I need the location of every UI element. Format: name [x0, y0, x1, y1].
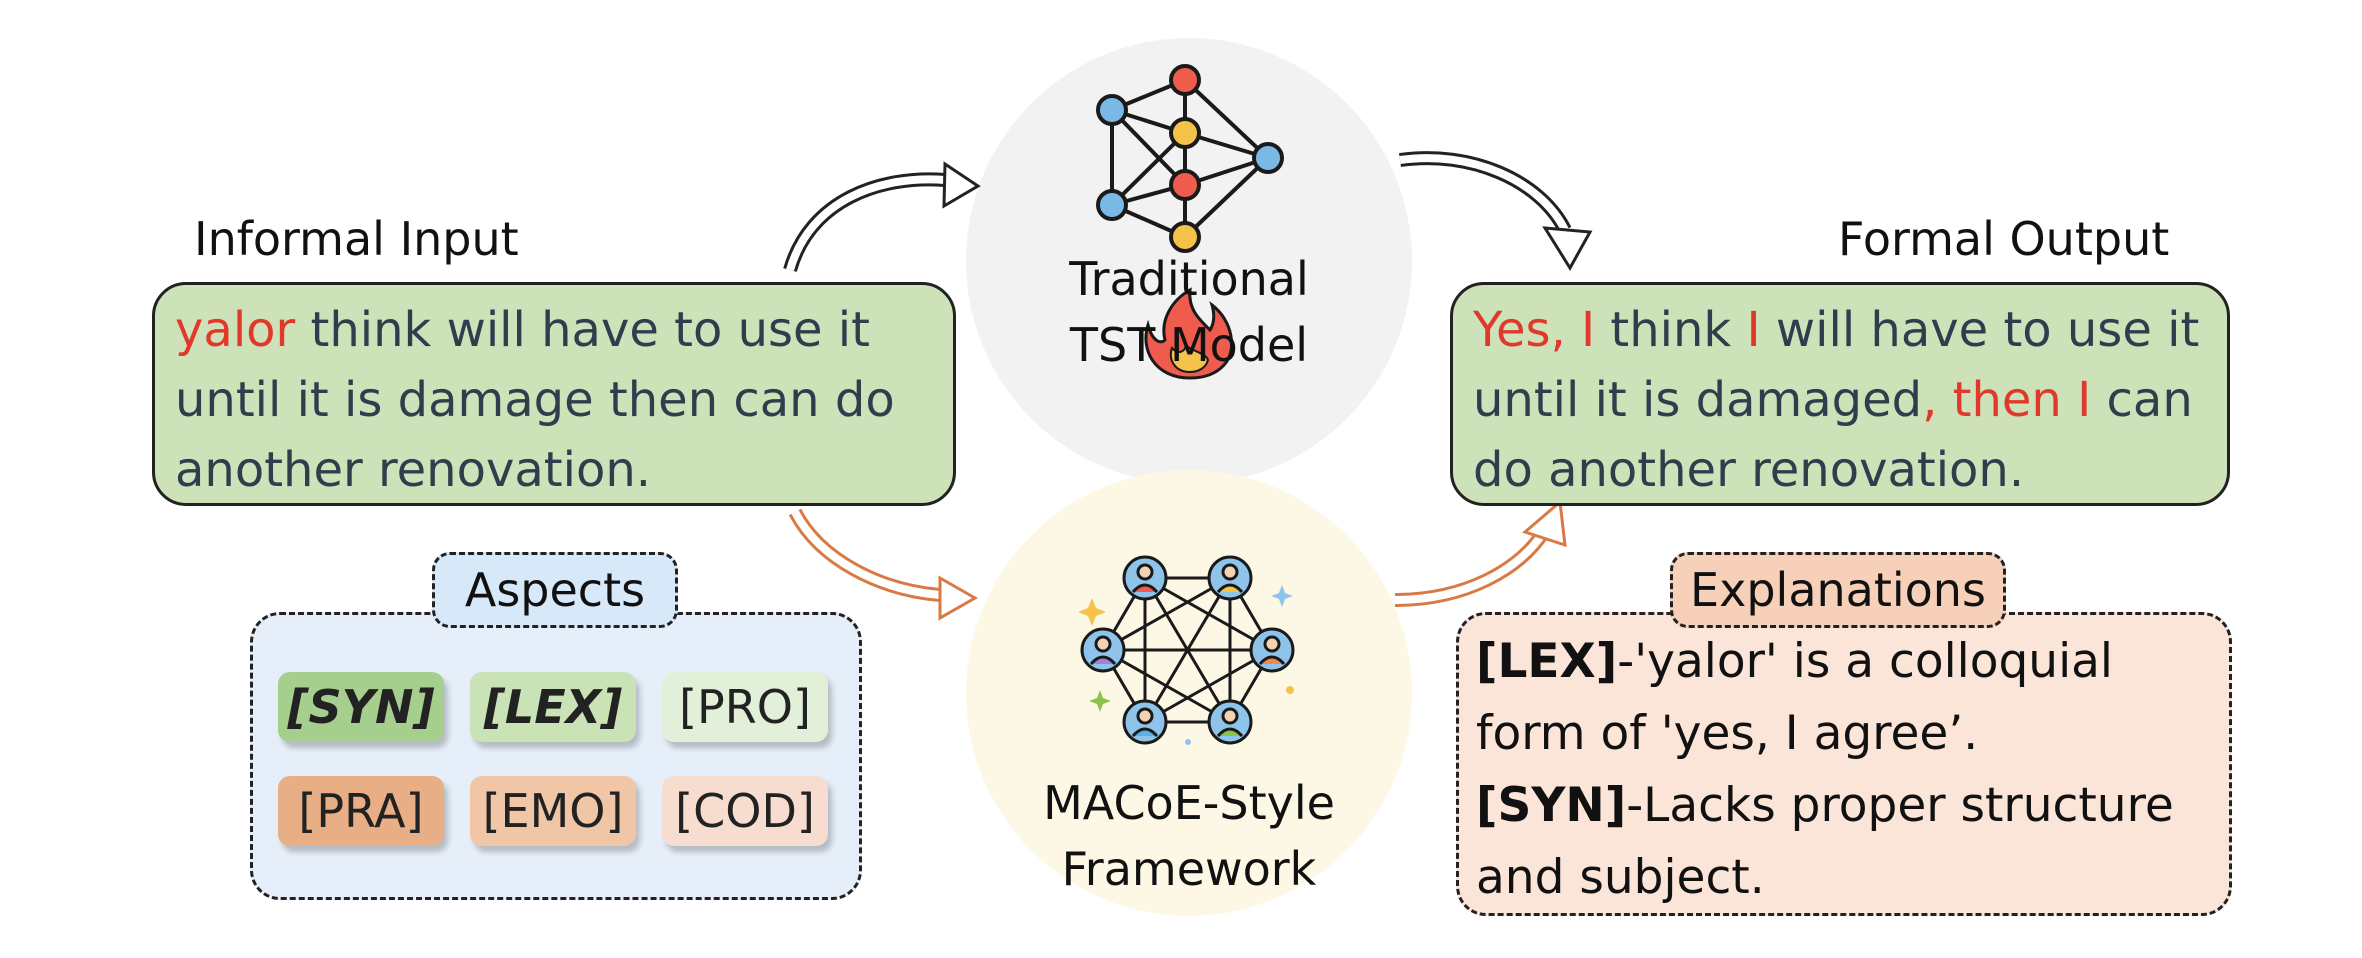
neural-network-icon [1096, 64, 1284, 253]
explanation-2: [SYN]-Lacks proper structure [1476, 770, 2216, 842]
formal-line2-segment: , then I [1922, 372, 2092, 428]
multi-agent-network-icon [1080, 555, 1295, 745]
explanation-2-tag: [SYN] [1476, 778, 1627, 833]
aspects-title: Aspects [432, 552, 678, 628]
explanation-1-tag: [LEX] [1476, 634, 1618, 689]
macoe-line1: MACoE-Style [1043, 776, 1335, 830]
formal-line1-segment: I [1746, 302, 1761, 358]
explanations-panel [1456, 612, 2232, 916]
formal-line2: until it is damaged, then I can [1473, 365, 2207, 435]
aspect-chip-cod: [COD] [662, 776, 828, 846]
informal-highlight: yalor [175, 302, 296, 358]
formal-line1-segment: Yes, I [1473, 302, 1596, 358]
arrow-tst-to-output-icon [1399, 151, 1593, 271]
tst-model-line1: Traditional [1069, 252, 1309, 306]
arrow-input-to-macoe-icon [788, 508, 979, 621]
aspect-chip-emo: [EMO] [470, 776, 636, 846]
tst-model-label: Traditional TST Model [1039, 246, 1339, 378]
informal-input-box: yalor think will have to use it until it… [152, 282, 956, 506]
informal-line3: another renovation. [175, 442, 651, 498]
explanations-text: [LEX]-'yalor' is a colloquial form of 'y… [1476, 626, 2216, 914]
aspect-chip-syn: [SYN] [278, 672, 444, 742]
arrow-input-to-tst-icon [783, 161, 981, 273]
formal-line1-segment: will have to use it [1760, 302, 2200, 358]
informal-line1: yalor think will have to use it [175, 295, 933, 365]
fire-icon [1144, 287, 1234, 380]
macoe-line2: Framework [1061, 842, 1317, 896]
informal-line1-rest: think will have to use it [295, 302, 870, 358]
aspect-chip-pra: [PRA] [278, 776, 444, 846]
arrow-macoe-to-output-icon [1394, 499, 1567, 607]
explanations-title: Explanations [1670, 552, 2006, 628]
formal-output-box: Yes, I think I will have to use it until… [1450, 282, 2230, 506]
formal-line2-segment: until it is damaged [1473, 372, 1923, 428]
formal-line2-segment: can [2091, 372, 2193, 428]
tst-model-line2: TST Model [1069, 318, 1309, 372]
macoe-label: MACoE-Style Framework [1004, 770, 1374, 902]
explanation-1-line2: form of 'yes, I agree’. [1476, 706, 1979, 761]
formal-output-title: Formal Output [1838, 212, 2170, 266]
formal-line1-segment: think [1595, 302, 1747, 358]
aspects-panel [250, 612, 862, 900]
explanation-1-text: -'yalor' is a colloquial [1617, 634, 2113, 689]
aspect-chip-lex: [LEX] [470, 672, 636, 742]
tst-model-circle [966, 38, 1412, 484]
aspect-chip-pro: [PRO] [662, 672, 828, 742]
informal-line2: until it is damage then can do [175, 372, 895, 428]
explanation-1: [LEX]-'yalor' is a colloquial [1476, 626, 2216, 698]
explanation-2-line2: and subject. [1476, 850, 1765, 905]
sparkle-icons [1078, 585, 1294, 745]
explanation-2-text: -Lacks proper structure [1626, 778, 2174, 833]
formal-line3: do another renovation. [1473, 442, 2025, 498]
informal-input-title: Informal Input [194, 212, 519, 266]
formal-line1: Yes, I think I will have to use it [1473, 295, 2207, 365]
macoe-circle [966, 470, 1412, 916]
